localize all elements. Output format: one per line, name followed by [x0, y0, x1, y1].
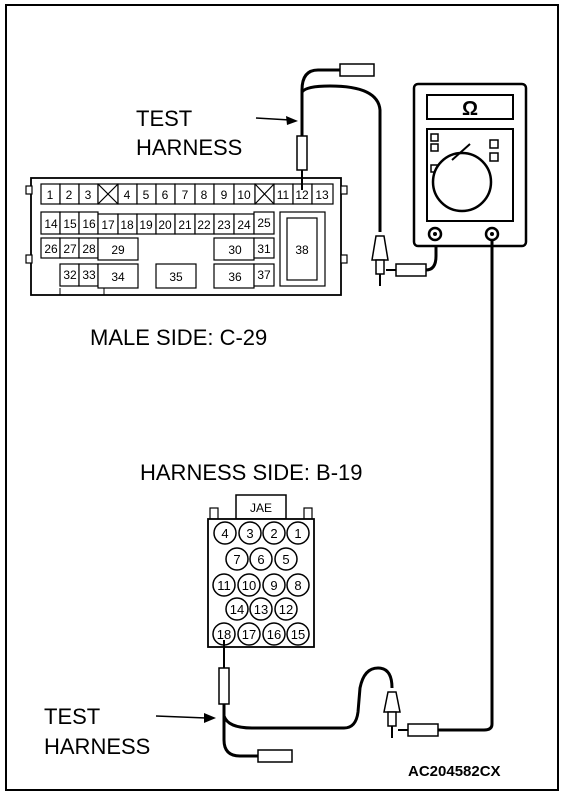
test-harness-bottom-label-1: TEST [44, 704, 100, 729]
c29-pin-37: 37 [257, 268, 271, 282]
c29-pin-35: 35 [169, 270, 183, 284]
b19-pin-17: 17 [242, 627, 256, 642]
c29-pin-17: 17 [101, 218, 115, 232]
c29-pin-28: 28 [82, 242, 96, 256]
b19-pin-15: 15 [291, 627, 305, 642]
c29-pin-10: 10 [237, 188, 251, 202]
test-harness-bottom [218, 640, 439, 763]
c29-pin-31: 31 [257, 242, 271, 256]
ohm-icon: Ω [462, 98, 478, 120]
c29-pin-13: 13 [315, 188, 329, 202]
b19-pin-6: 6 [257, 552, 264, 567]
c29-pin-14: 14 [44, 217, 58, 231]
b19-pin-8: 8 [294, 578, 301, 593]
b19-pin-10: 10 [242, 578, 256, 593]
c29-pin-22: 22 [197, 218, 211, 232]
pointer-arrow-top [255, 116, 298, 125]
c29-pin-12: 12 [295, 188, 309, 202]
c29-pin-1: 1 [47, 188, 54, 202]
connector-b19: JAE 4 3 2 1 7 6 5 11 10 9 8 14 13 12 18 [207, 494, 315, 648]
test-harness-bottom-label-2: HARNESS [44, 734, 150, 759]
b19-pin-13: 13 [254, 602, 268, 617]
c29-pin-34: 34 [111, 270, 125, 284]
connector-c29: 1 2 3 4 5 6 7 8 9 10 11 12 13 [25, 177, 348, 296]
b19-pin-18: 18 [217, 627, 231, 642]
b19-pin-3: 3 [246, 526, 253, 541]
b19-pin-16: 16 [267, 627, 281, 642]
b19-pin-9: 9 [270, 578, 277, 593]
c29-pin-30: 30 [228, 243, 242, 257]
selector-dial [431, 151, 493, 213]
c29-pin-27: 27 [63, 242, 77, 256]
male-side-label: MALE SIDE: C-29 [90, 325, 267, 350]
c29-pin-26: 26 [44, 242, 58, 256]
c29-pin-15: 15 [63, 217, 77, 231]
c29-pin-33: 33 [82, 268, 96, 282]
c29-pin-32: 32 [63, 268, 77, 282]
c29-pin-11: 11 [277, 188, 290, 202]
c29-pin-5: 5 [143, 188, 150, 202]
c29-pin-20: 20 [158, 218, 172, 232]
c29-pin-18: 18 [120, 218, 134, 232]
c29-pin-19: 19 [139, 218, 153, 232]
figure-code: AC204582CX [408, 763, 501, 780]
test-harness-top-label-1: TEST [136, 106, 192, 131]
b19-pin-12: 12 [279, 602, 293, 617]
c29-pin-6: 6 [162, 188, 169, 202]
multimeter: Ω [412, 82, 528, 248]
c29-pin-29: 29 [111, 243, 125, 257]
b19-pin-11: 11 [217, 578, 231, 593]
jae-label: JAE [250, 501, 272, 515]
c29-pin-23: 23 [217, 218, 231, 232]
c29-pin-3: 3 [85, 188, 92, 202]
test-harness-top [296, 63, 438, 286]
c29-pin-7: 7 [182, 188, 189, 202]
c29-pin-16: 16 [82, 217, 96, 231]
c29-pin-21: 21 [178, 218, 192, 232]
c29-pin-2: 2 [66, 188, 73, 202]
c29-pin-9: 9 [221, 188, 228, 202]
c29-pin-36: 36 [228, 270, 242, 284]
harness-side-label: HARNESS SIDE: B-19 [140, 460, 363, 485]
c29-pin-8: 8 [201, 188, 208, 202]
c29-pin-38: 38 [295, 243, 309, 257]
b19-pin-1: 1 [294, 526, 301, 541]
b19-pin-5: 5 [282, 552, 289, 567]
b19-pin-4: 4 [221, 526, 228, 541]
c29-pin-24: 24 [237, 218, 251, 232]
b19-pin-14: 14 [230, 602, 244, 617]
b19-pin-2: 2 [270, 526, 277, 541]
meter-lead-right [438, 240, 494, 732]
c29-pin-25: 25 [257, 216, 271, 230]
c29-pin-4: 4 [124, 188, 131, 202]
test-harness-top-label-2: HARNESS [136, 135, 242, 160]
b19-pin-7: 7 [233, 552, 240, 567]
pointer-arrow-bottom [155, 713, 216, 723]
